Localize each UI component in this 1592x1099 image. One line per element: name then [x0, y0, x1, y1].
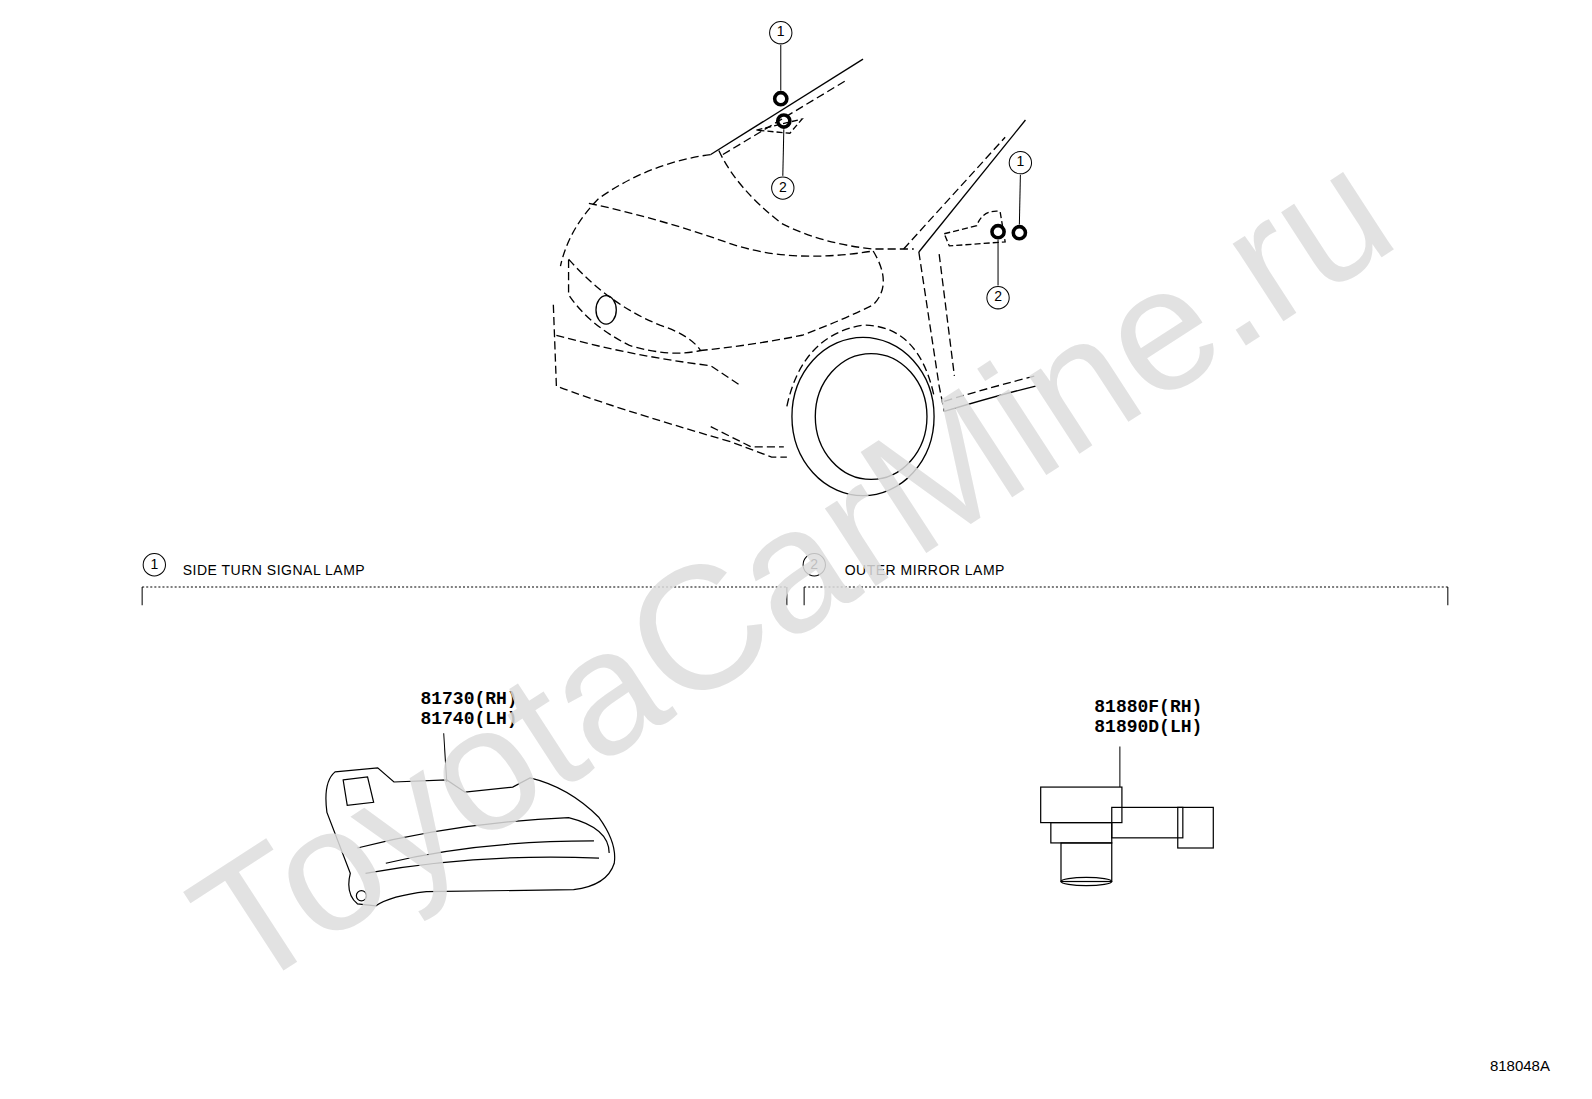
lamp-body	[1051, 823, 1112, 843]
callout-circle	[143, 554, 165, 576]
leader-line	[998, 240, 999, 286]
lens-line	[386, 841, 594, 863]
callout-number: 2	[810, 557, 818, 572]
lens-line	[357, 818, 609, 854]
part-number: 81730(RH)	[420, 690, 517, 710]
mount-hole	[356, 891, 366, 901]
leader-line	[783, 129, 784, 176]
mirror-lamp	[1041, 746, 1214, 885]
bracket-line	[142, 587, 787, 588]
location-marks	[143, 22, 1031, 576]
car-outline	[553, 59, 1035, 496]
figure-code: 818048A	[1490, 1058, 1550, 1075]
leader-line	[780, 45, 781, 91]
section-brackets	[142, 587, 1448, 605]
lamp-housing	[326, 768, 615, 906]
mount-hole	[343, 777, 373, 805]
lamp-body	[1112, 807, 1183, 837]
section-heading: SIDE TURN SIGNAL LAMP	[183, 563, 365, 578]
lamp-connector	[1178, 807, 1214, 848]
leader-line	[1119, 746, 1120, 787]
bracket-end	[142, 587, 787, 605]
fender-line	[701, 251, 884, 351]
lamp-body	[1041, 787, 1122, 823]
leader-line	[1019, 175, 1020, 225]
watermark: ToyotaCarMine.ru	[160, 112, 1423, 1026]
callout-circle	[803, 554, 825, 576]
section-heading: OUTER MIRROR LAMP	[845, 563, 1005, 578]
windshield-pillar	[919, 120, 1026, 252]
windshield-pillar	[711, 59, 863, 154]
rocker-line	[944, 376, 1035, 401]
location-ring	[1013, 227, 1025, 239]
part-number: 81740(LH)	[420, 710, 517, 730]
lamp-lens	[1061, 877, 1112, 885]
hood-edge	[560, 155, 710, 267]
grille-line	[711, 427, 784, 447]
callout-number: 1	[777, 25, 785, 40]
callout-number: 1	[150, 557, 158, 572]
wheel	[815, 354, 927, 480]
callout-circle	[770, 22, 792, 44]
windshield-pillar	[723, 79, 848, 154]
emblem	[596, 296, 616, 324]
callout-number: 1	[1016, 155, 1024, 170]
bracket-line	[804, 587, 1448, 588]
leader-line	[444, 733, 447, 782]
turn-signal-lamp	[326, 733, 615, 906]
mirror-outline	[944, 211, 1005, 246]
bracket-end	[804, 587, 1448, 605]
rocker-line	[944, 386, 1035, 411]
door-line	[939, 254, 954, 376]
tire	[792, 337, 934, 495]
callout-circle	[772, 177, 794, 199]
bumper-line	[553, 305, 787, 457]
cowl-line	[719, 150, 914, 248]
location-ring	[775, 93, 787, 105]
part-number: 81890D(LH)	[1094, 718, 1202, 738]
headlamp-outline	[569, 259, 701, 353]
location-ring	[778, 115, 790, 127]
part-number: 81880F(RH)	[1094, 698, 1202, 718]
location-ring	[992, 226, 1004, 238]
callout-number: 2	[779, 180, 787, 195]
hood-crease	[589, 203, 873, 256]
callout-circle	[1009, 152, 1031, 174]
windshield-pillar	[904, 137, 1006, 249]
callout-circle	[987, 287, 1009, 309]
callout-number: 2	[994, 290, 1002, 305]
bumper-line	[556, 335, 741, 386]
lamp-lens	[1061, 843, 1112, 882]
